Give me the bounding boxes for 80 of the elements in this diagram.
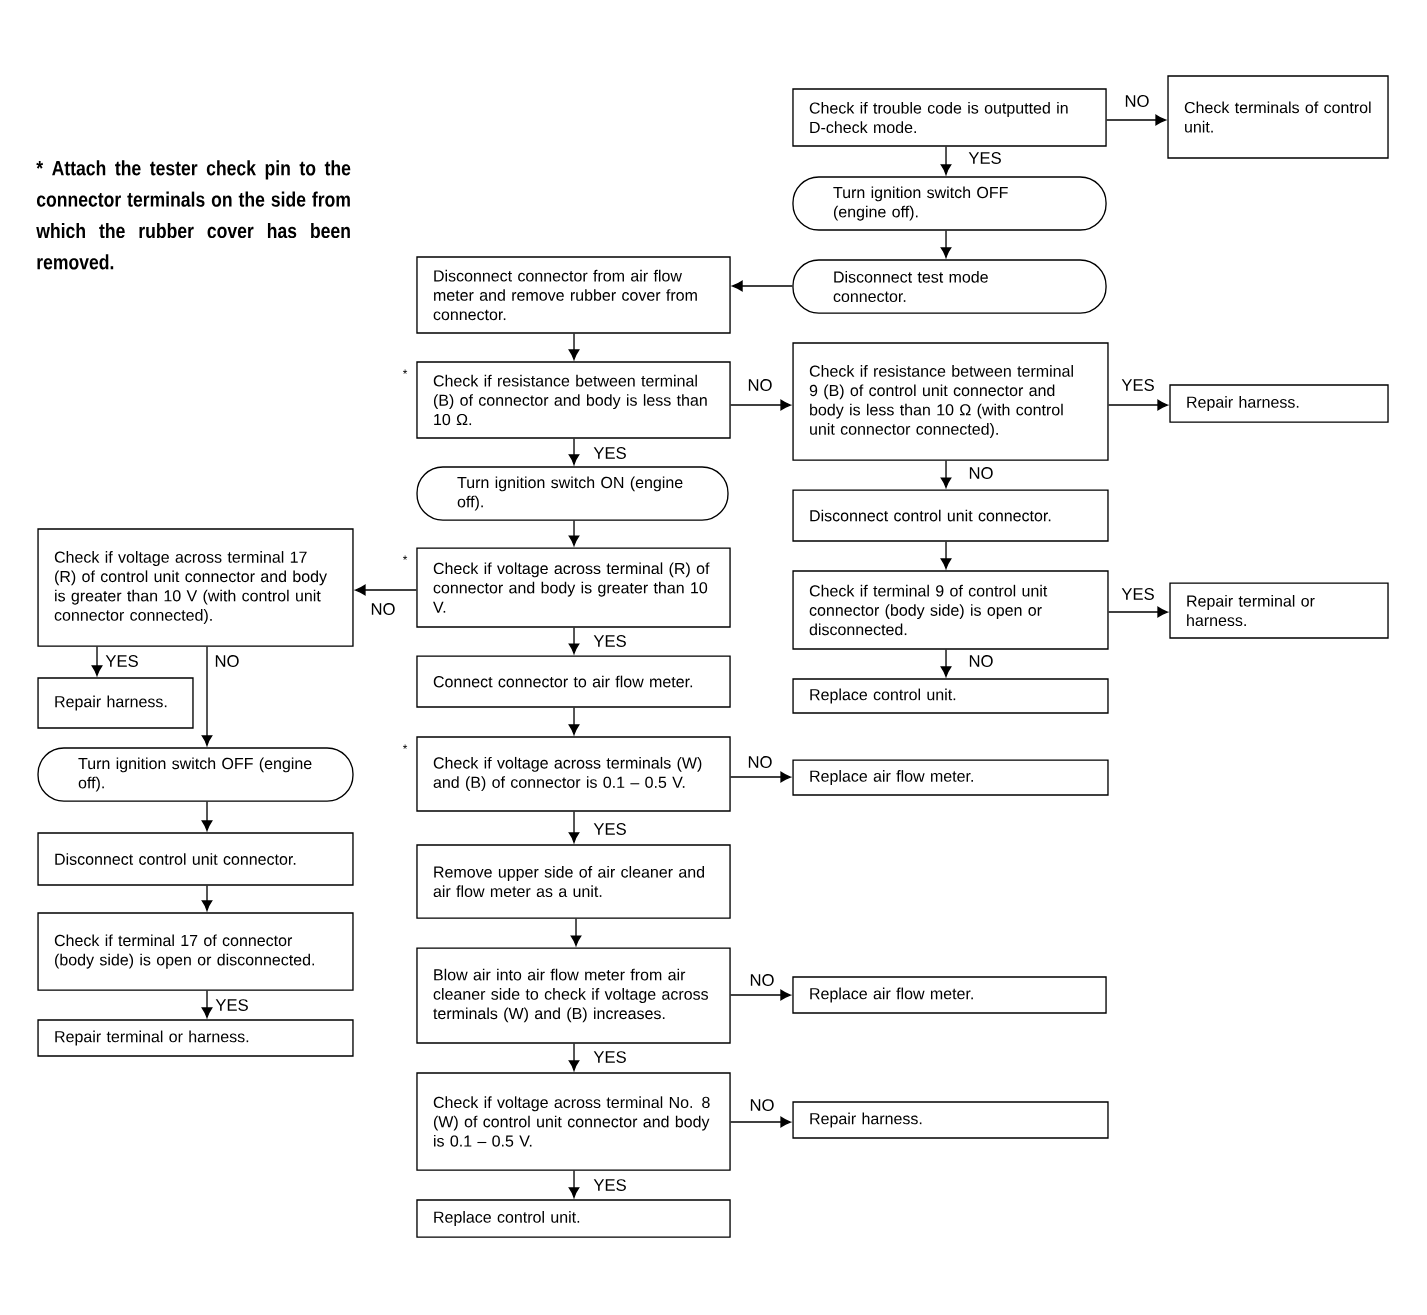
arrow (568, 626, 580, 654)
arrow (732, 280, 793, 292)
edge-label: NO (967, 653, 995, 669)
edge-label: NO (213, 653, 241, 669)
edge-label: NO (746, 377, 774, 393)
process-box: Disconnect connector from air flow meter and remove rubber cover from connector. (416, 256, 731, 334)
process-box: Check if resistance between terminal (B) of connector and body is less than 10 Ω. (416, 361, 731, 439)
terminal-box: Disconnect test mode connector. (792, 259, 1107, 314)
asterisk: * (402, 555, 408, 560)
arrow (940, 230, 952, 258)
process-box: Repair terminal or harness. (1169, 582, 1389, 639)
arrow (355, 584, 417, 596)
process-box: Check if terminal 9 of control unit connector (body side) is open or disconnected. (792, 570, 1109, 650)
arrow (201, 990, 213, 1018)
edge-label: YES (967, 150, 1003, 166)
process-box: Blow air into air flow meter from air cleaner side to check if voltage across terminals (W) and (B) increases. (416, 947, 731, 1044)
arrow (940, 146, 952, 175)
arrow (940, 649, 952, 677)
process-box: Repair harness. (792, 1101, 1109, 1139)
arrow (730, 399, 791, 411)
edge-label: NO (369, 601, 397, 617)
arrow (568, 1170, 580, 1198)
arrow (730, 771, 791, 783)
asterisk: * (402, 369, 408, 374)
edge-label: YES (104, 653, 140, 669)
arrow (568, 707, 580, 735)
edge-label: YES (592, 445, 628, 461)
edge-label: YES (592, 1177, 628, 1193)
arrow (1106, 114, 1166, 126)
arrow (568, 438, 580, 465)
arrow (568, 520, 580, 546)
process-box: Connect connector to air flow meter. (416, 655, 731, 708)
arrow (201, 646, 213, 746)
edge-label: YES (214, 997, 250, 1013)
process-box: Check if resistance between terminal 9 (B) of control unit connector and body is less than 10 Ω (with control unit connector connected). (792, 342, 1109, 461)
process-box: Remove upper side of air cleaner and air flow meter as a unit. (416, 844, 731, 919)
process-box: Check if trouble code is outputted in D-check mode. (792, 88, 1107, 147)
arrow (1108, 606, 1168, 618)
arrow (91, 646, 103, 676)
arrow (568, 333, 580, 360)
process-box: Check if voltage across terminal (R) of connector and body is greater than 10 V. (416, 547, 731, 628)
process-box: Repair harness. (37, 677, 194, 729)
edge-label: YES (592, 821, 628, 837)
process-box: Check if voltage across terminal No. 8 (W) of control unit connector and body is 0.1 – 0.5 V. (416, 1072, 731, 1171)
edge-label: NO (967, 465, 995, 481)
process-box: Repair harness. (1169, 384, 1389, 423)
arrow (730, 1116, 791, 1128)
edge-label: YES (592, 1049, 628, 1065)
note: * Attach the tester check pin to the connector terminals on the side from which the rubber cover has been removed. (36, 160, 351, 270)
arrow (730, 989, 791, 1001)
arrow (1108, 399, 1168, 411)
asterisk: * (402, 744, 408, 749)
process-box: Replace air flow meter. (792, 976, 1107, 1014)
edge-label: YES (1120, 586, 1156, 602)
arrow (201, 801, 213, 831)
terminal-box: Turn ignition switch OFF (engine off). (792, 176, 1107, 231)
arrow (570, 918, 582, 946)
process-box: Check terminals of control unit. (1167, 75, 1389, 159)
terminal-box: Turn ignition switch ON (engine off). (416, 466, 729, 521)
arrow (201, 885, 213, 911)
edge-label: NO (748, 972, 776, 988)
process-box: Check if voltage across terminal 17 (R) of control unit connector and body is greater than 10 V (with control unit connector connected). (37, 528, 354, 647)
edge-label: NO (1123, 93, 1151, 109)
process-box: Check if terminal 17 of connector (body side) is open or disconnected. (37, 912, 354, 991)
process-box: Replace air flow meter. (792, 759, 1109, 796)
process-box: Check if voltage across terminals (W) and (B) of connector is 0.1 – 0.5 V. (416, 736, 731, 812)
process-box: Disconnect control unit connector. (792, 489, 1109, 542)
process-box: Disconnect control unit connector. (37, 832, 354, 886)
arrow (568, 811, 580, 843)
edge-label: YES (592, 633, 628, 649)
edge-label: NO (746, 754, 774, 770)
arrow (940, 541, 952, 569)
edge-label: YES (1120, 377, 1156, 393)
process-box: Replace control unit. (792, 678, 1109, 714)
terminal-box: Turn ignition switch OFF (engine off). (37, 747, 354, 802)
process-box: Repair terminal or harness. (37, 1019, 354, 1057)
edge-label: NO (748, 1097, 776, 1113)
arrow (940, 460, 952, 488)
process-box: Replace control unit. (416, 1199, 731, 1238)
arrow (568, 1043, 580, 1071)
